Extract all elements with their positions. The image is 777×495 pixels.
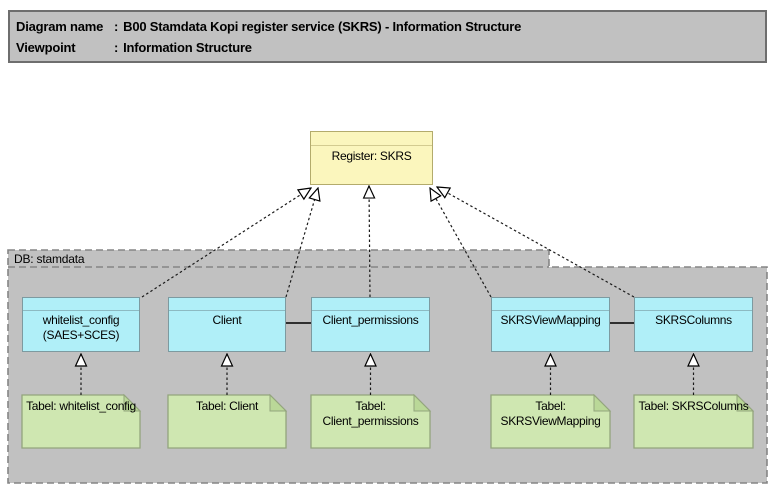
note-tabel-client[interactable]: Tabel: Client [195,399,259,413]
entity-skrscolumns[interactable]: SKRSColumns [634,297,753,352]
note-fold-icons [123,393,755,412]
diagram-name-label: Diagram name [16,19,104,34]
realization-connectors-register [141,186,635,298]
viewpoint-label: Viewpoint [16,40,76,55]
note-tabel-skrscolumns[interactable]: Tabel: SKRSColumns [638,399,749,413]
register-header-strip [311,132,432,146]
realization-client-to-register [285,188,318,298]
entity-label: Client [212,313,242,327]
viewpoint-separator: : [114,40,119,55]
entity-whitelist-config[interactable]: whitelist_config (SAES+SCES) [22,297,140,352]
realization-connectors-notes [81,354,694,395]
realization-clientpermissions-to-register [369,186,370,298]
entity-label: whitelist_config (SAES+SCES) [42,313,120,342]
entity-client-permissions[interactable]: Client_permissions [311,297,430,352]
entity-skrsviewmapping[interactable]: SKRSViewMapping [491,297,610,352]
note-tabel-client-permissions[interactable]: Tabel: Client_permissions [322,399,419,428]
note-fold-icon [269,393,288,412]
db-container-label: DB: stamdata [14,252,85,266]
entity-client[interactable]: Client [168,297,286,352]
note-tabel-whitelist-config[interactable]: Tabel: whitelist_config [26,399,136,413]
entity-header-strip [492,298,609,311]
note-fold-icon [123,393,142,412]
note-fold-icon [593,393,612,412]
note-fold-icon [736,393,755,412]
note-shape-client-permissions[interactable] [310,394,431,449]
realization-skrsviewmapping-to-register [430,188,492,298]
note-shapes [21,394,754,449]
register-skrs-node[interactable]: Register: SKRS [310,131,433,185]
entity-label: SKRSColumns [655,313,732,327]
viewpoint-row: Viewpoint: Information Structure [16,37,759,58]
note-tabel-skrsviewmapping[interactable]: Tabel: SKRSViewMapping [500,399,601,428]
diagram-name-separator: : [114,19,119,34]
note-shape-skrsviewmapping[interactable] [490,394,611,449]
entity-header-strip [635,298,752,311]
register-label: Register: SKRS [331,149,412,163]
entity-label: SKRSViewMapping [500,313,601,327]
diagram-name-value: B00 Stamdata Kopi register service (SKRS… [123,19,522,34]
title-block: Diagram name: B00 Stamdata Kopi register … [8,10,767,63]
entity-header-strip [312,298,429,311]
note-shape-skrscolumns[interactable] [633,394,754,449]
entity-label: Client_permissions [322,313,419,327]
note-shape-client[interactable] [167,394,287,449]
entity-header-strip [23,298,139,311]
note-shape-whitelist-config[interactable] [21,394,141,449]
viewpoint-value: Information Structure [123,40,252,55]
realization-whitelist-to-register [141,188,311,298]
note-fold-icon [413,393,432,412]
entity-header-strip [169,298,285,311]
diagram-name-row: Diagram name: B00 Stamdata Kopi register … [16,16,759,37]
